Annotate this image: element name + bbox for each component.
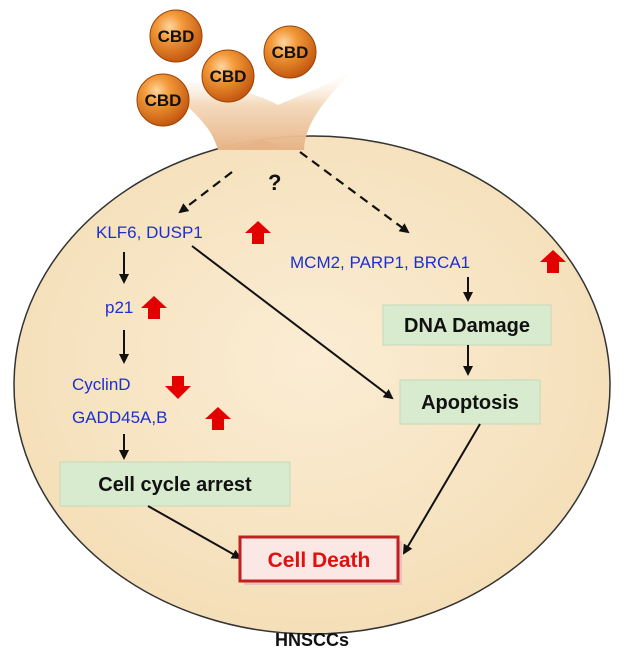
dashed-arrow-to-mcm2 [299, 151, 410, 234]
cell-body [13, 135, 611, 635]
cbd-label: CBD [145, 91, 182, 110]
cell-cycle-arrest-label: Cell cycle arrest [98, 474, 252, 496]
gene-klf6-dusp1: KLF6, DUSP1 [96, 223, 203, 242]
apoptosis-box [399, 379, 541, 425]
arrow-apoptosis-to-cell-death [402, 423, 481, 555]
up-arrow-icon [245, 221, 271, 244]
cbd-molecule: CBD [263, 25, 317, 79]
gene-gadd45ab: GADD45A,B [72, 408, 167, 427]
cell-cycle-arrest-box [59, 461, 291, 507]
gene-mcm2-parp1-brca1: MCM2, PARP1, BRCA1 [290, 253, 470, 272]
cbd-molecule: CBD [149, 9, 203, 63]
dashed-arrow-to-klf6 [178, 171, 233, 214]
cbd-label: CBD [210, 67, 247, 86]
unknown-mechanism-mark: ? [268, 170, 281, 195]
cell-death-box [238, 535, 400, 583]
up-arrow-icon [540, 250, 566, 273]
apoptosis-label: Apoptosis [421, 392, 519, 414]
arrow-klf6-to-apoptosis [191, 245, 394, 400]
down-arrow-icon [165, 376, 191, 399]
gene-p21: p21 [105, 298, 133, 317]
cbd-entry-funnel [150, 68, 355, 150]
up-arrow-icon [205, 407, 231, 430]
cell-death-label: Cell Death [268, 549, 371, 572]
cbd-molecule: CBD [201, 49, 255, 103]
arrow-cell-cycle-arrest-to-cell-death [147, 505, 242, 559]
dna-damage-label: DNA Damage [404, 315, 530, 337]
gene-cyclind: CyclinD [72, 375, 131, 394]
cbd-label: CBD [272, 43, 309, 62]
cbd-molecule: CBD [136, 73, 190, 127]
cbd-label: CBD [158, 27, 195, 46]
cbd-entry-notch [228, 140, 290, 150]
cell-type-label: HNSCCs [275, 630, 349, 650]
dna-damage-box [382, 304, 552, 346]
up-arrow-icon [141, 296, 167, 319]
